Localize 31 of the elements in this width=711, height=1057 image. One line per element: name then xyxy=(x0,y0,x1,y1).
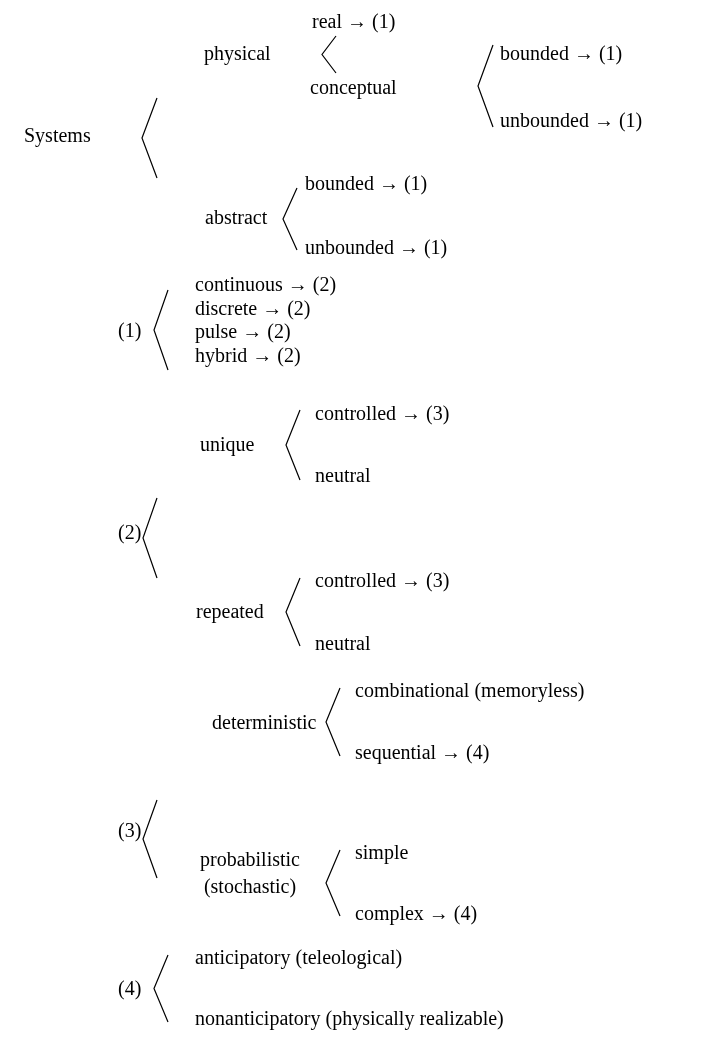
category-label: controlled → (3) xyxy=(315,401,450,425)
category-label: unique xyxy=(200,432,255,456)
category-label: controlled → (3) xyxy=(315,568,450,592)
category-label: neutral xyxy=(315,463,371,487)
category-label: discrete → (2) xyxy=(195,296,311,320)
category-label: (3) xyxy=(118,818,142,842)
category-label: pulse → (2) xyxy=(195,320,291,343)
category-label: hybrid → (2) xyxy=(195,343,301,367)
category-label: (2) xyxy=(118,520,142,544)
category-label: complex → (4) xyxy=(355,901,478,925)
category-label: repeated xyxy=(196,599,264,623)
category-label: sequential → (4) xyxy=(355,740,490,764)
category-label: conceptual xyxy=(310,75,397,99)
category-label: probabilistic (stochastic) xyxy=(199,847,301,900)
category-label: neutral xyxy=(315,631,371,655)
category-label: Systems xyxy=(24,123,91,147)
category-label: physical xyxy=(204,41,271,65)
category-label: unbounded → (1) xyxy=(500,108,643,132)
category-label: anticipatory (teleological) xyxy=(195,945,403,969)
category-label: simple xyxy=(355,840,409,864)
category-label: unbounded → (1) xyxy=(305,235,448,259)
category-label: (4) xyxy=(118,976,142,1000)
category-label: abstract xyxy=(205,205,268,229)
category-label: bounded → (1) xyxy=(500,41,623,65)
category-label: (1) xyxy=(118,318,142,342)
category-label: deterministic xyxy=(212,710,317,734)
category-label: combinational (memoryless) xyxy=(355,678,585,702)
category-label: nonanticipatory (physically realizable) xyxy=(195,1006,504,1030)
category-label: bounded → (1) xyxy=(305,171,428,195)
category-label: real → (1) xyxy=(312,9,396,33)
category-label: continuous → (2) xyxy=(195,272,337,296)
